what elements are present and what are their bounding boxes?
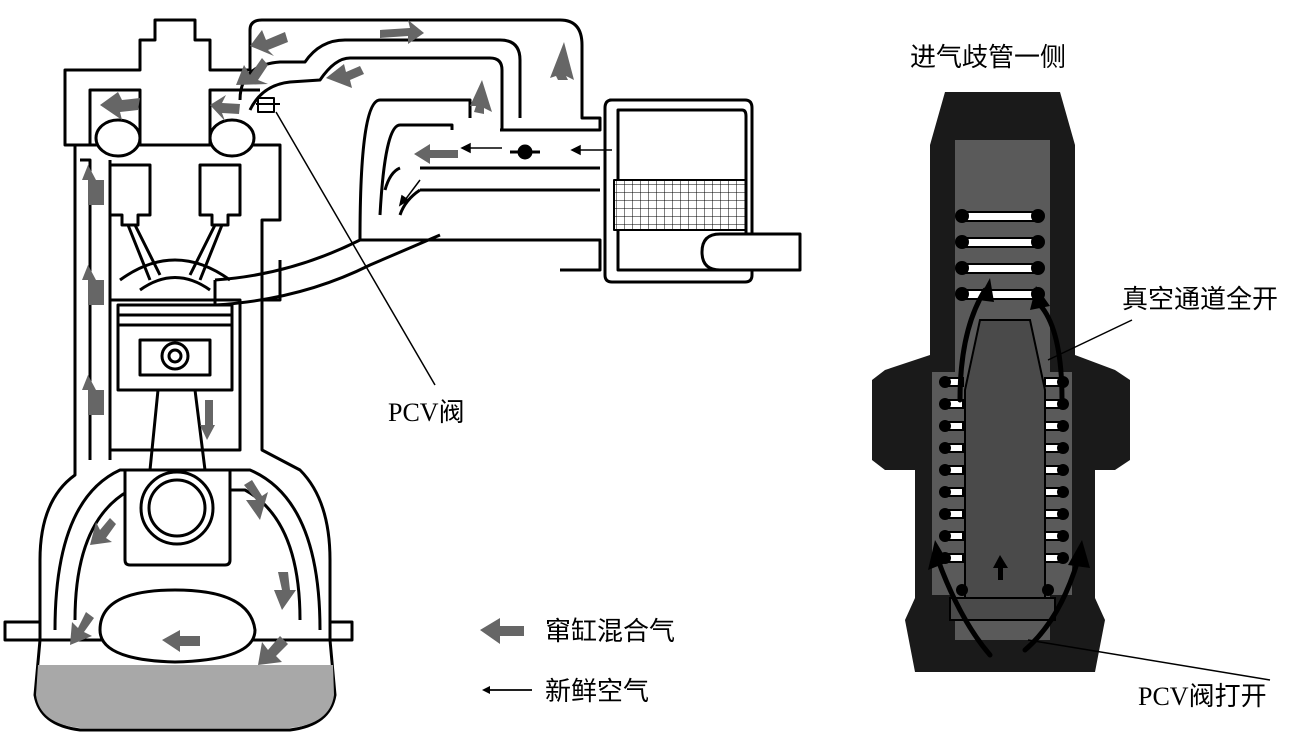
intake-valve [108, 163, 152, 227]
crank-counterweight [98, 588, 257, 664]
engine-cross-section [3, 18, 802, 732]
vacuum-open-label: 真空通道全开 [1122, 285, 1278, 315]
pcv-leader-line [275, 111, 436, 386]
valve-plunger [964, 319, 1046, 599]
camshaft-left [94, 118, 142, 158]
intake-manifold [214, 238, 602, 282]
legend: 窜缸混合气 新鲜空气 [480, 617, 675, 707]
connecting-rod [148, 389, 207, 471]
fresh-air-tube [420, 166, 600, 192]
blowby-arrows [70, 20, 574, 665]
intake-side-label: 进气歧管一侧 [910, 43, 1066, 73]
pcv-valve-detail [872, 92, 1130, 672]
oil-level [36, 665, 334, 728]
fresh-air-arrows [398, 142, 612, 207]
open-leader-line [1027, 639, 1271, 681]
pcv-valve-label: PCV阀 [388, 398, 465, 427]
air-inlet [700, 232, 802, 272]
air-filter-element [613, 179, 747, 231]
exhaust-valve [198, 163, 242, 227]
upper-spring [955, 209, 1045, 301]
lower-spring [939, 376, 1069, 596]
legend-blowby-arrow [480, 618, 524, 644]
valve-flow-arrows [935, 287, 1081, 658]
pcv-hose [238, 38, 522, 118]
legend-blowby-label: 窜缸混合气 [545, 617, 675, 647]
camshaft-right [208, 118, 256, 158]
crankcase [38, 18, 602, 640]
pcv-open-label: PCV阀打开 [1138, 682, 1267, 711]
legend-fresh-air-label: 新鲜空气 [545, 677, 649, 707]
vacuum-leader-line [1047, 319, 1133, 361]
